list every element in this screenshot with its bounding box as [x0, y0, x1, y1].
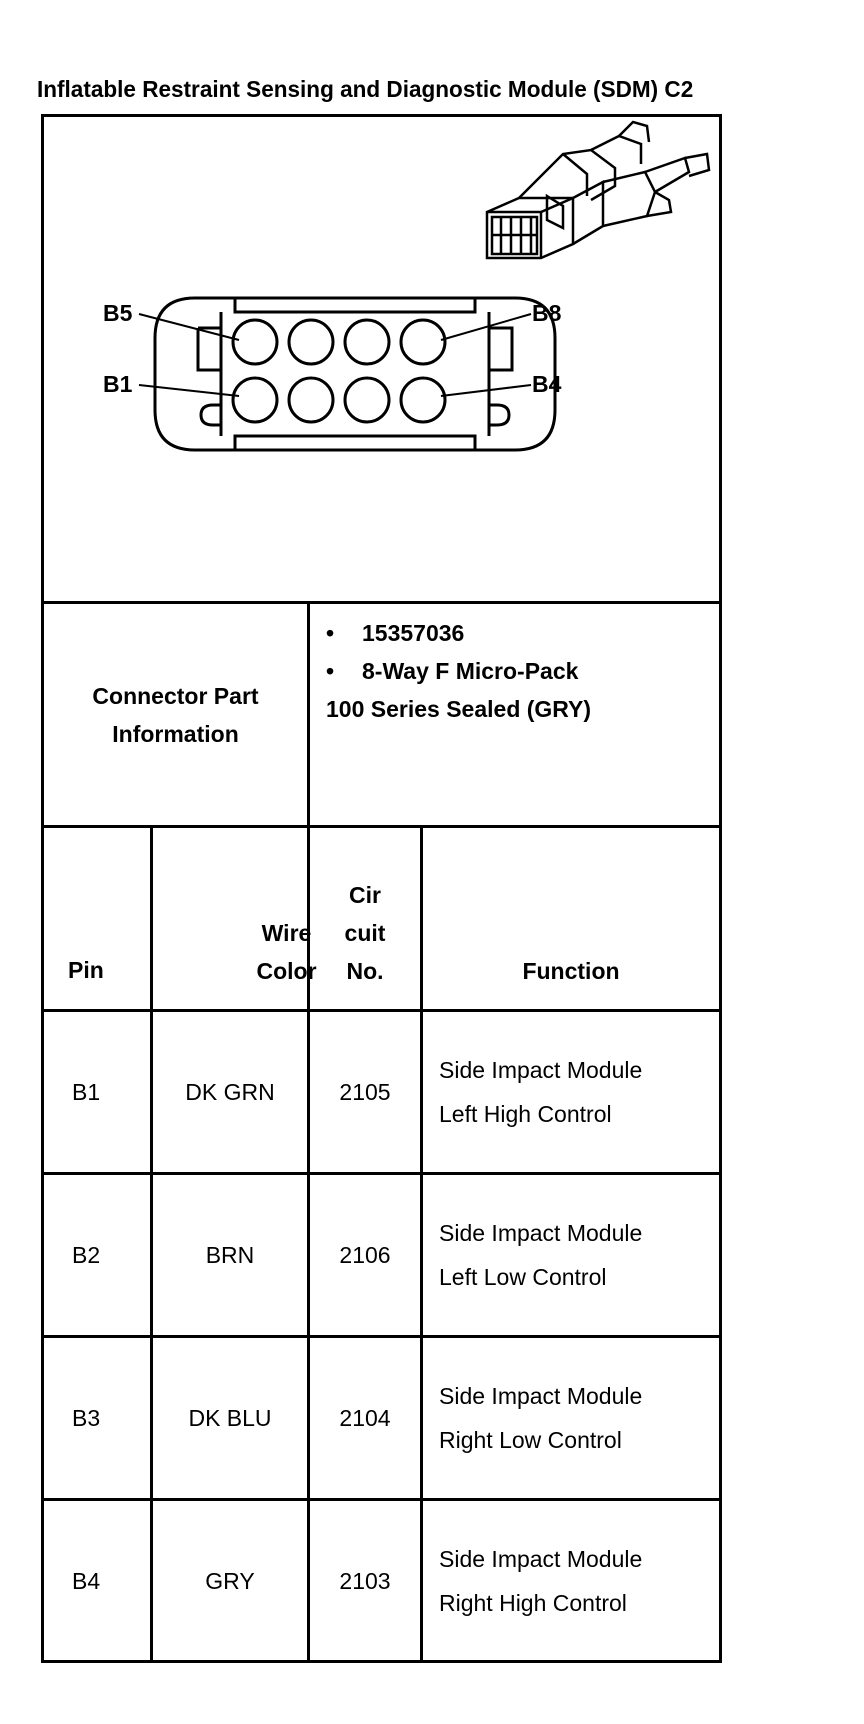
row-wire-color: DK GRN	[185, 1079, 275, 1105]
pin-label-b4: B4	[532, 371, 562, 397]
row-wire-color: GRY	[205, 1567, 255, 1594]
row-wire-color: BRN	[205, 1242, 255, 1268]
connector-type-text: 8-Way F Micro-Pack	[362, 658, 579, 684]
header-circuit: Cir cuit No.	[310, 828, 420, 1009]
pin-label-b5: B5	[103, 300, 133, 326]
header-function-text: Function	[522, 958, 620, 984]
bullet-icon: •	[326, 658, 335, 684]
pin-label-b1: B1	[103, 371, 133, 397]
connector-info-details: • 15357036 • 8-Way F Micro-Pack 100 Seri…	[310, 604, 719, 825]
pin-label-b8: B8	[532, 300, 562, 326]
connector-3d-icon	[485, 120, 711, 260]
row-pin: B1	[72, 1079, 101, 1105]
row-divider-3	[41, 1498, 722, 1501]
row-function: Side Impact Module Right Low Control	[423, 1338, 719, 1498]
row-function: Side Impact Module Right High Control	[423, 1501, 719, 1660]
part-number: • 15357036	[326, 614, 464, 652]
row-circuit: 2104	[339, 1405, 391, 1431]
row-function-text: Side Impact Module Right High Control	[439, 1545, 643, 1616]
row-function: Side Impact Module Left Low Control	[423, 1175, 719, 1335]
row-function: Side Impact Module Left High Control	[423, 1012, 719, 1172]
row-divider-2	[41, 1335, 722, 1338]
connector-series: 100 Series Sealed (GRY)	[326, 696, 592, 722]
connector-face	[153, 296, 557, 452]
part-number-text: 15357036	[362, 620, 465, 646]
header-pin: Pin	[68, 957, 104, 983]
page-title: Inflatable Restraint Sensing and Diagnos…	[37, 76, 694, 102]
connector-diagram: B5 B8 B1 B4	[103, 120, 711, 452]
header-wire-color: Wire Color	[153, 828, 420, 1009]
info-column-divider	[307, 601, 310, 1663]
bullet-icon: •	[326, 620, 335, 646]
info-divider	[41, 825, 722, 828]
connector-info-label-text: Connector Part Information	[92, 682, 259, 747]
header-wire-color-text: Wire Color	[256, 920, 317, 984]
row-function-text: Side Impact Module Right Low Control	[439, 1383, 643, 1453]
row-circuit: 2105	[339, 1079, 391, 1105]
row-wire-color: DK BLU	[188, 1405, 272, 1431]
table-border-bottom	[41, 1660, 722, 1663]
row-circuit: 2106	[339, 1242, 391, 1268]
table-border-right	[719, 114, 722, 1663]
row-circuit: 2103	[339, 1567, 391, 1594]
row-function-text: Side Impact Module Left High Control	[439, 1057, 643, 1127]
pin-column-divider	[150, 825, 153, 1663]
diagram-divider	[41, 601, 722, 604]
header-divider	[41, 1009, 722, 1012]
table-border-top	[41, 114, 722, 117]
connector-info-label: Connector Part Information	[44, 604, 307, 825]
header-circuit-text: Cir cuit No.	[344, 882, 386, 984]
connector-type: • 8-Way F Micro-Pack	[326, 652, 578, 690]
table-border-left	[41, 114, 44, 1663]
row-pin: B3	[72, 1405, 101, 1431]
row-divider-1	[41, 1172, 722, 1175]
header-function: Function	[423, 828, 719, 1009]
row-function-text: Side Impact Module Left Low Control	[439, 1220, 643, 1290]
row-pin: B4	[72, 1567, 101, 1594]
circuit-column-divider	[420, 825, 423, 1663]
row-pin: B2	[72, 1242, 101, 1268]
